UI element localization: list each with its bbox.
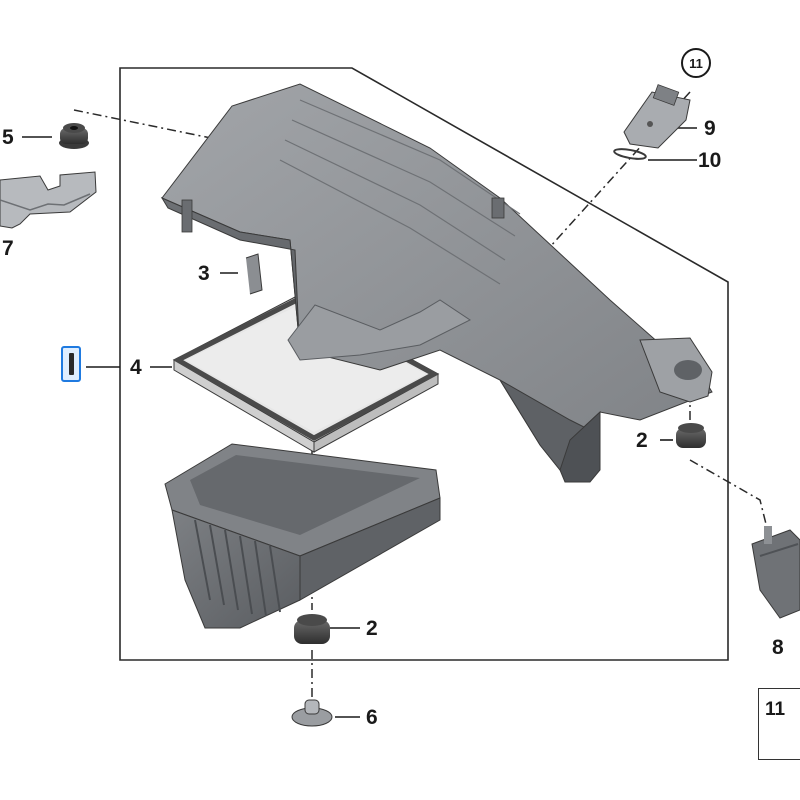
legend-reference-box: 11 [758, 688, 800, 760]
callout-label-4: 4 [130, 356, 142, 379]
sensor [623, 84, 691, 149]
selection-handle[interactable] [61, 346, 81, 382]
callout-label-8: 8 [772, 636, 784, 659]
callout-label-9: 9 [704, 117, 716, 140]
bracket [0, 171, 97, 229]
rubber-mount [59, 123, 89, 149]
callout-label-10: 10 [698, 149, 722, 172]
callout-label-6: 6 [366, 706, 378, 729]
callout-label-7: 7 [2, 237, 14, 260]
callout-label-2-right: 2 [636, 429, 648, 452]
air-filter-housing-cover [160, 83, 713, 483]
selection-handle-icon [69, 353, 74, 375]
rubber-mount [676, 423, 706, 448]
group-frame [119, 67, 729, 661]
rubber-mount [294, 614, 330, 644]
callout-circle-11: 11 [681, 48, 711, 78]
callout-label-3: 3 [198, 262, 210, 285]
clip [245, 253, 263, 295]
callout-label-2-bottom: 2 [366, 617, 378, 640]
air-filter-element [172, 295, 440, 453]
callout-label-5: 5 [2, 126, 14, 149]
air-filter-housing-lower [164, 443, 441, 629]
legend-label-11: 11 [765, 699, 786, 720]
o-ring [613, 148, 647, 160]
bracket [751, 526, 800, 619]
screw-grommet [291, 699, 333, 727]
